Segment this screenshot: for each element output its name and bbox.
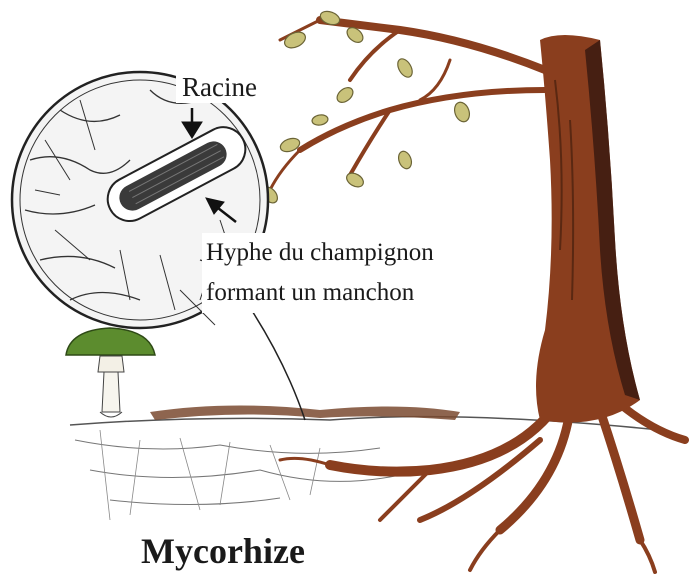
hypha-label-line1: Hyphe du champignon: [206, 233, 434, 273]
tree-roots: [280, 400, 685, 572]
hypha-label: Hyphe du champignon formant un manchon: [202, 233, 438, 313]
root-label: Racine: [176, 72, 263, 103]
diagram-title: Mycorhize: [141, 530, 305, 572]
tree-trunk: [536, 35, 640, 423]
hypha-label-line2: formant un manchon: [206, 273, 434, 313]
mushroom: [66, 328, 155, 417]
